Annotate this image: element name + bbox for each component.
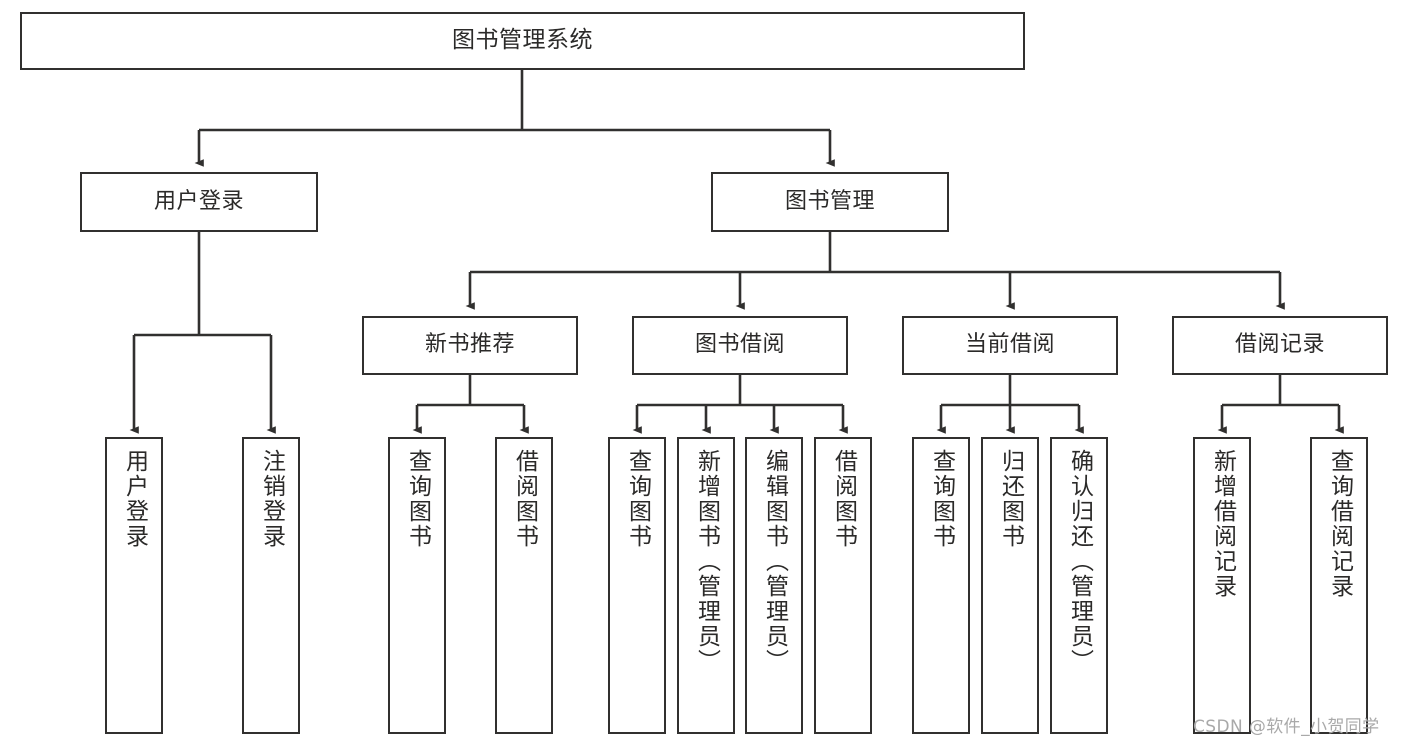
leaf-book-borrow-query-books[interactable]: 查询图书 [608,437,666,734]
node-borrow-record[interactable]: 借阅记录 [1172,316,1388,375]
node-user-login[interactable]: 用户登录 [80,172,318,232]
node-label: 新增借阅记录 [1209,449,1236,599]
node-label: 借阅图书 [511,449,538,549]
node-label: 新书推荐 [424,332,515,358]
node-label: 注销登录 [258,449,285,549]
node-label: 图书借阅 [694,332,785,358]
leaf-user-login-logout[interactable]: 注销登录 [242,437,300,734]
node-root-book-management-system[interactable]: 图书管理系统 [20,12,1025,70]
node-book-borrow[interactable]: 图书借阅 [632,316,848,375]
node-current-borrow[interactable]: 当前借阅 [902,316,1118,375]
leaf-new-book-borrow-books[interactable]: 借阅图书 [495,437,553,734]
node-label: 图书管理 [784,188,875,214]
node-label: 新增图书（管理员） [693,449,720,674]
leaf-current-borrow-query-books[interactable]: 查询图书 [912,437,970,734]
node-label: 借阅记录 [1234,332,1325,358]
leaf-borrow-record-query-record[interactable]: 查询借阅记录 [1310,437,1368,734]
node-label: 图书管理系统 [452,27,593,54]
node-book-management[interactable]: 图书管理 [711,172,949,232]
node-label: 归还图书 [997,449,1024,549]
node-label: 当前借阅 [964,332,1055,358]
leaf-user-login-login[interactable]: 用户登录 [105,437,163,734]
leaf-book-borrow-add-book-admin[interactable]: 新增图书（管理员） [677,437,735,734]
leaf-borrow-record-add-record[interactable]: 新增借阅记录 [1193,437,1251,734]
node-label: 借阅图书 [830,449,857,549]
node-label: 查询图书 [404,449,431,549]
leaf-book-borrow-edit-book-admin[interactable]: 编辑图书（管理员） [745,437,803,734]
node-label: 用户登录 [153,188,244,214]
node-label: 编辑图书（管理员） [761,449,788,674]
node-label: 查询借阅记录 [1326,449,1353,599]
leaf-new-book-query-books[interactable]: 查询图书 [388,437,446,734]
node-label: 查询图书 [624,449,651,549]
leaf-book-borrow-borrow-books[interactable]: 借阅图书 [814,437,872,734]
node-label: 确认归还（管理员） [1066,449,1093,674]
leaf-current-borrow-return-books[interactable]: 归还图书 [981,437,1039,734]
node-label: 用户登录 [121,449,148,549]
node-new-book-recommend[interactable]: 新书推荐 [362,316,578,375]
leaf-current-borrow-confirm-return-admin[interactable]: 确认归还（管理员） [1050,437,1108,734]
node-label: 查询图书 [928,449,955,549]
